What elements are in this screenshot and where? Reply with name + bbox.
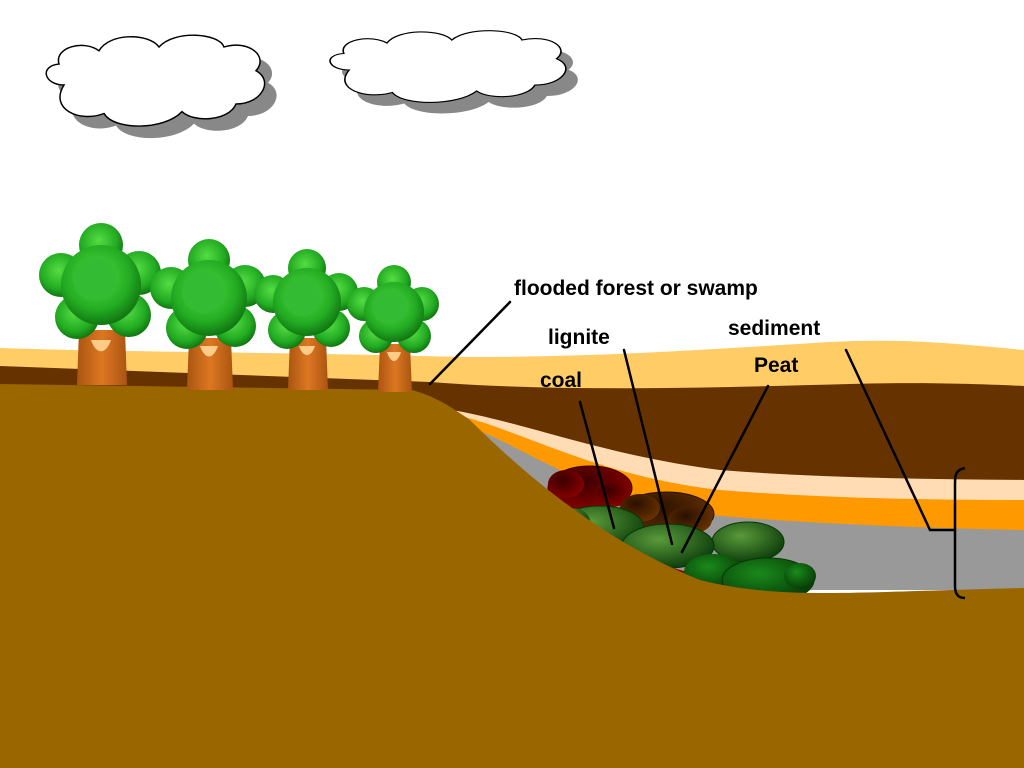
- tree-icon: [254, 249, 358, 390]
- tree-icon: [347, 265, 439, 392]
- flooded-forest-leader-line: [428, 300, 512, 386]
- lignite-leader-line: [622, 348, 674, 546]
- bracket-icon: [953, 466, 966, 600]
- peat-leader-line: [680, 384, 770, 554]
- coal-leader-line: [578, 400, 616, 530]
- cloud-icon: [45, 34, 277, 139]
- coal-label: coal: [540, 369, 583, 392]
- tree-icon: [150, 239, 266, 390]
- flooded-forest-label: flooded forest or swamp: [514, 277, 758, 300]
- lignite-label: lignite: [548, 326, 610, 349]
- tree-icon: [39, 223, 161, 385]
- sediment-leader-line: [844, 348, 957, 532]
- peat-label: Peat: [754, 354, 799, 377]
- cloud-icon: [329, 29, 578, 114]
- ground: [0, 384, 1024, 768]
- sediment-label: sediment: [728, 317, 821, 340]
